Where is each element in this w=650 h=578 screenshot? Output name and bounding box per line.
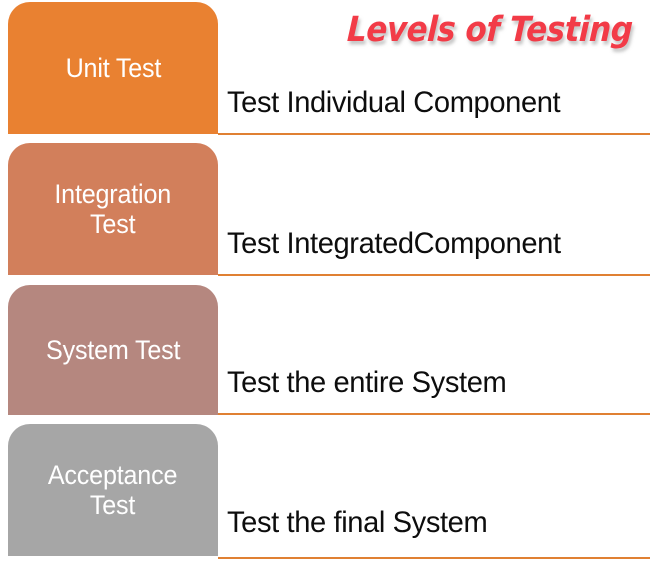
row-divider-2 [218,274,650,276]
level-description-acceptance-test: Test the final System [227,506,488,539]
level-description-system-test: Test the entire System [227,366,507,399]
level-block-acceptance-test[interactable]: Acceptance Test [8,424,218,556]
level-description-integration-test: Test IntegratedComponent [227,227,561,260]
level-label-integration-test: Integration Test [54,178,172,240]
level-block-unit-test[interactable]: Unit Test [8,2,218,134]
level-label-acceptance-test: Acceptance Test [48,459,178,521]
level-label-unit-test: Unit Test [65,52,161,83]
level-row-acceptance-test: Acceptance Test [0,421,650,562]
row-divider-4 [218,557,650,559]
row-divider-3 [218,413,650,415]
level-description-unit-test: Test Individual Component [227,86,561,119]
level-block-system-test[interactable]: System Test [8,285,218,415]
level-label-system-test: System Test [45,334,181,365]
level-block-integration-test[interactable]: Integration Test [8,143,218,275]
level-row-system-test: System Test [0,282,650,421]
level-row-integration-test: Integration Test [0,140,650,282]
level-row-unit-test: Unit Test [0,0,650,140]
row-divider-1 [218,133,650,135]
